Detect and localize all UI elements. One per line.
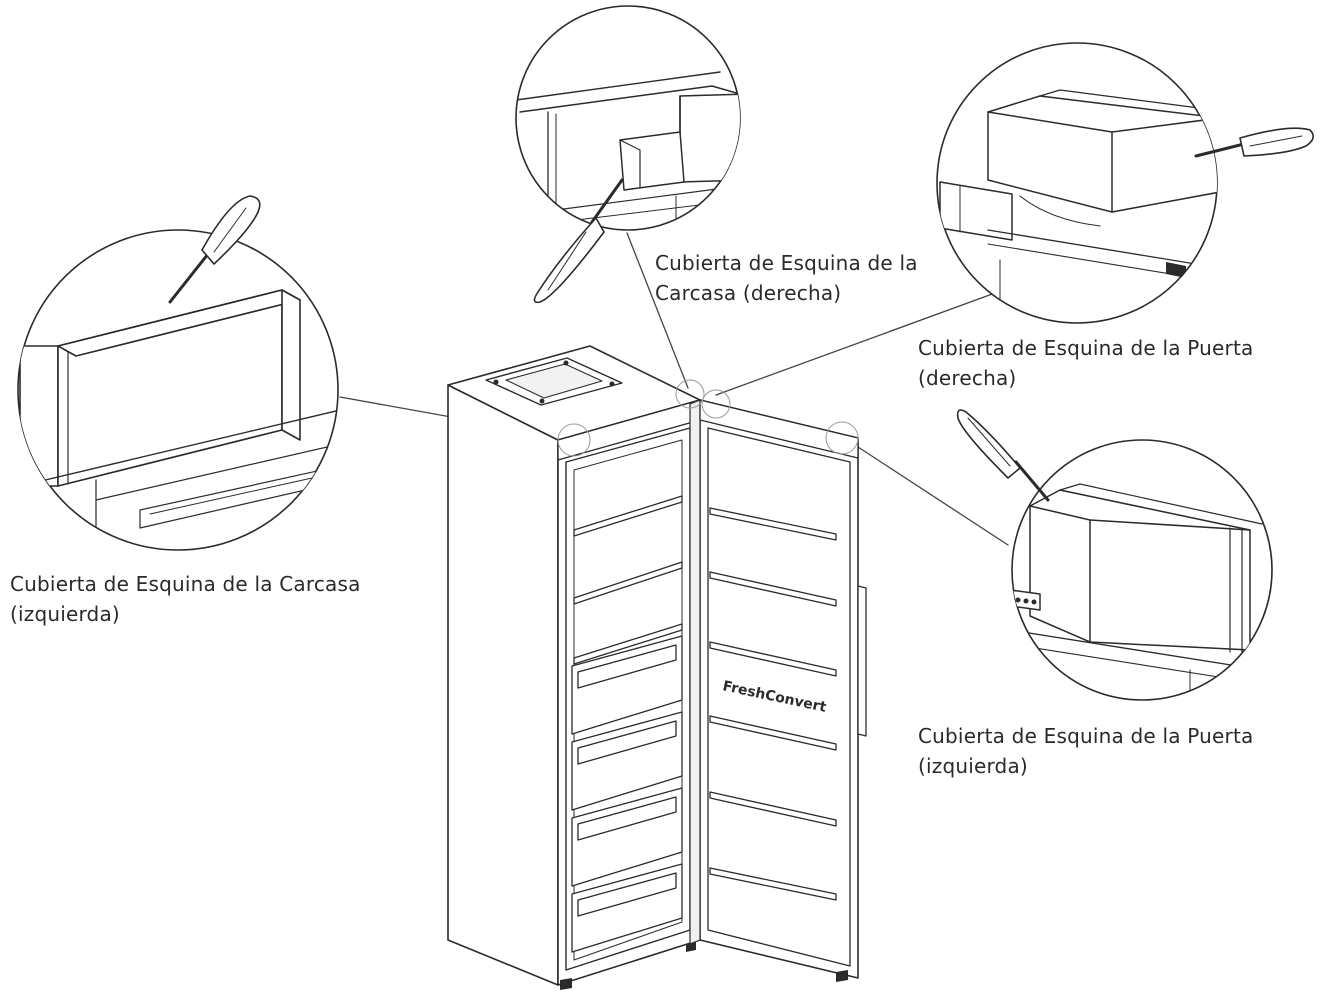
magnifier-circle-icon-puerta-derecha bbox=[936, 42, 1314, 324]
refrigerator-icon: FreshConvert bbox=[447, 345, 867, 990]
callout-label-line: Cubierta de Esquina de la Puerta bbox=[918, 724, 1254, 748]
screwdriver-icon bbox=[168, 195, 261, 304]
leader-line-carcasa-derecha bbox=[626, 232, 689, 389]
screwdriver-icon bbox=[1194, 127, 1314, 158]
door-shelves bbox=[709, 507, 837, 901]
callout-label-puerta-izquierda: Cubierta de Esquina de la Puerta (izquie… bbox=[918, 721, 1253, 781]
door-inner bbox=[707, 427, 851, 967]
magnifier-circle-icon-carcasa-izquierda bbox=[17, 195, 339, 551]
magnifier-circle-icon-puerta-izquierda bbox=[956, 409, 1273, 701]
callout-label-line: Cubierta de Esquina de la bbox=[655, 251, 918, 275]
magnifier-circle-icon-carcasa-derecha bbox=[515, 5, 741, 304]
door-top-cap bbox=[699, 399, 859, 459]
cabinet-shelves bbox=[573, 495, 683, 665]
callout-label-line: (derecha) bbox=[918, 366, 1017, 390]
callout-label-line: Cubierta de Esquina de la Puerta bbox=[918, 336, 1254, 360]
callout-label-line: Cubierta de Esquina de la Carcasa bbox=[10, 572, 361, 596]
screwdriver-icon bbox=[533, 178, 624, 304]
leader-line-puerta-derecha bbox=[715, 292, 996, 396]
leader-line-puerta-izquierda bbox=[857, 446, 1009, 546]
cabinet-side bbox=[447, 384, 559, 986]
callout-label-carcasa-derecha: Cubierta de Esquina de la Carcasa (derec… bbox=[655, 248, 918, 308]
callout-label-line: Carcasa (derecha) bbox=[655, 281, 842, 305]
callout-label-line: (izquierda) bbox=[918, 754, 1028, 778]
door-edge bbox=[689, 399, 701, 945]
callout-label-line: (izquierda) bbox=[10, 602, 120, 626]
corner-markers bbox=[557, 379, 859, 457]
callout-label-puerta-derecha: Cubierta de Esquina de la Puerta (derech… bbox=[918, 333, 1253, 393]
cabinet-drawers bbox=[571, 635, 683, 953]
screwdriver-icon bbox=[956, 409, 1050, 502]
callout-label-carcasa-izquierda: Cubierta de Esquina de la Carcasa (izqui… bbox=[10, 569, 361, 629]
door-handle bbox=[857, 585, 867, 737]
